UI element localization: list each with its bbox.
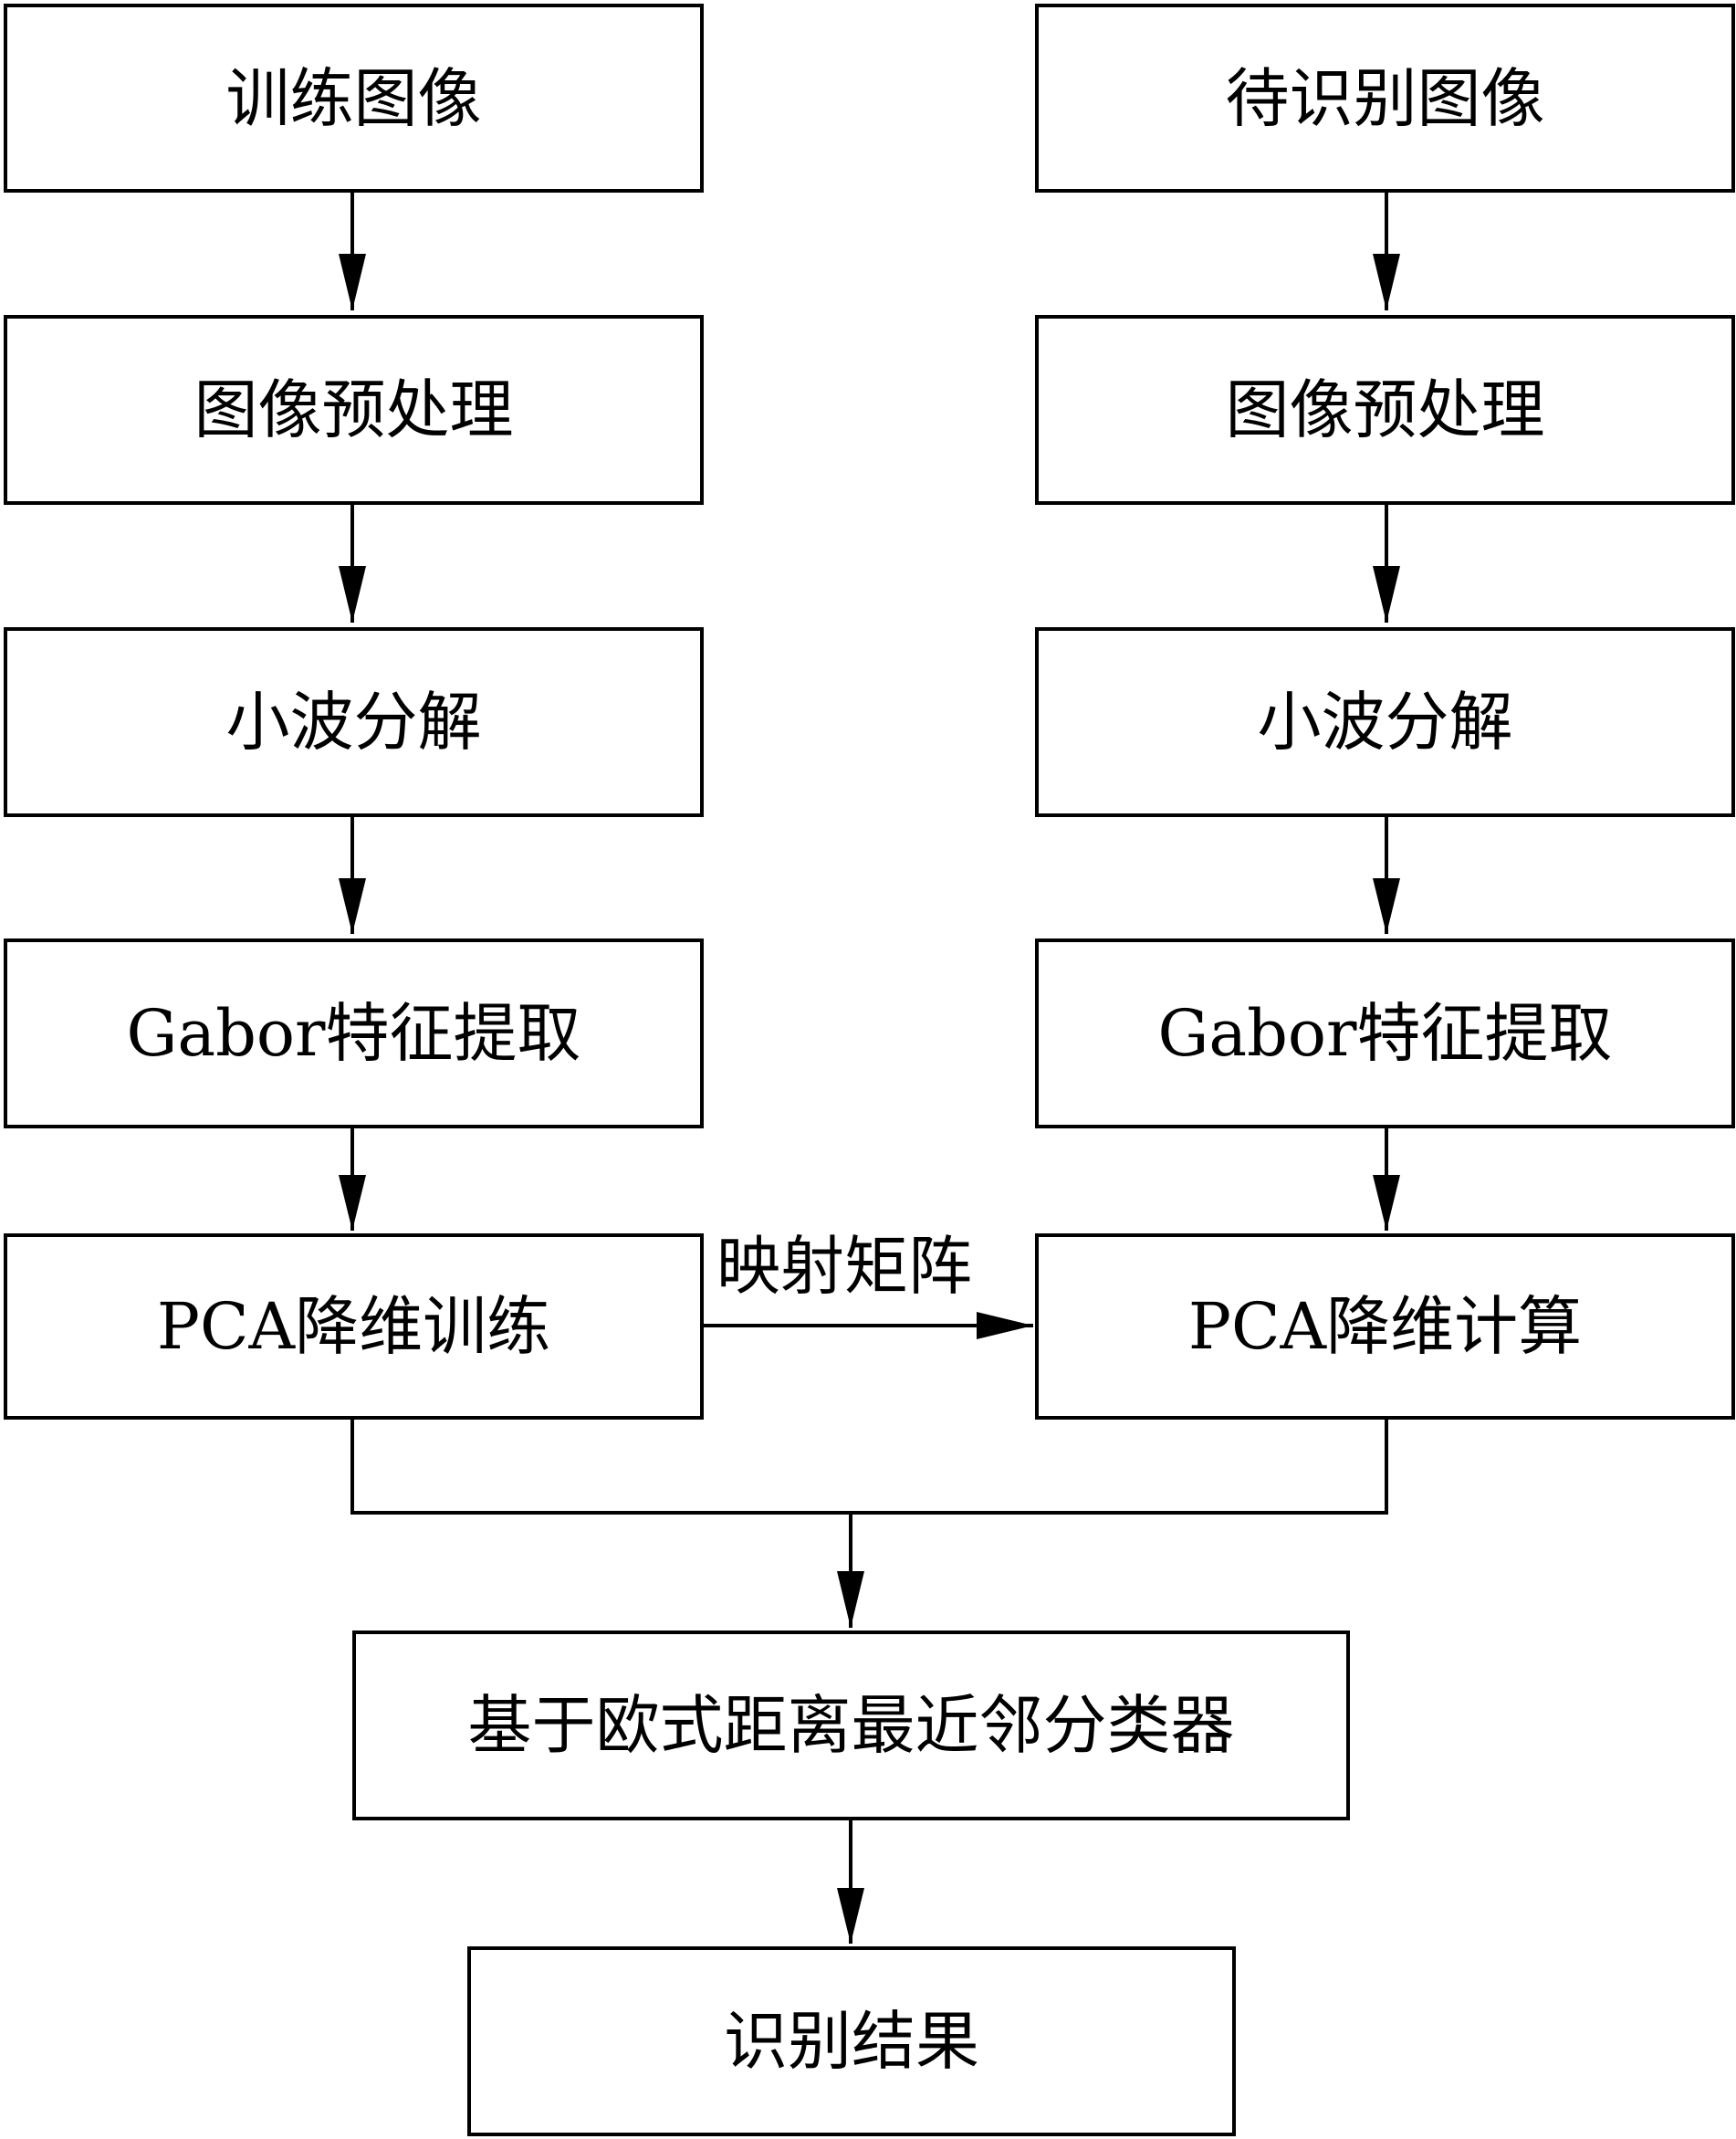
pca-compute-box: PCA降维计算 <box>1035 1233 1735 1420</box>
test-image-label: 待识别图像 <box>1225 60 1545 136</box>
training-image-label: 训练图像 <box>225 60 482 136</box>
arrowhead <box>339 254 366 310</box>
pca-compute-label: PCA降维计算 <box>1187 1289 1583 1364</box>
arrowhead <box>339 1175 366 1231</box>
projection-matrix-label: 映射矩阵 <box>716 1229 972 1304</box>
left-wavelet-box: 小波分解 <box>4 627 704 817</box>
arrowhead <box>1373 254 1400 310</box>
right-preprocess-label: 图像预处理 <box>1225 372 1545 447</box>
left-preprocess-box: 图像预处理 <box>4 315 704 505</box>
right-preprocess-box: 图像预处理 <box>1035 315 1735 505</box>
pca-train-label: PCA降维训练 <box>156 1289 551 1364</box>
arrowhead <box>1373 566 1400 623</box>
classifier-label: 基于欧式距离最近邻分类器 <box>467 1688 1235 1763</box>
test-image-box: 待识别图像 <box>1035 4 1735 193</box>
arrowhead <box>837 1571 864 1628</box>
merge-line <box>350 1418 1388 1515</box>
left-preprocess-label: 图像预处理 <box>193 372 514 447</box>
training-image-box: 训练图像 <box>4 4 704 193</box>
classifier-box: 基于欧式距离最近邻分类器 <box>352 1630 1350 1820</box>
arrowhead <box>339 878 366 934</box>
left-gabor-label: Gabor特征提取 <box>126 996 581 1071</box>
left-wavelet-label: 小波分解 <box>225 685 482 760</box>
right-gabor-label: Gabor特征提取 <box>1157 996 1613 1071</box>
right-wavelet-box: 小波分解 <box>1035 627 1735 817</box>
arrowhead <box>837 1888 864 1944</box>
result-label: 识别结果 <box>724 2004 979 2079</box>
right-wavelet-label: 小波分解 <box>1257 685 1513 760</box>
pca-train-box: PCA降维训练 <box>4 1233 704 1420</box>
result-box: 识别结果 <box>467 1946 1236 2136</box>
arrowhead <box>977 1312 1033 1339</box>
arrowhead <box>1373 878 1400 934</box>
arrowhead <box>339 566 366 623</box>
arrowhead <box>1373 1175 1400 1231</box>
left-gabor-box: Gabor特征提取 <box>4 938 704 1128</box>
right-gabor-box: Gabor特征提取 <box>1035 938 1735 1128</box>
